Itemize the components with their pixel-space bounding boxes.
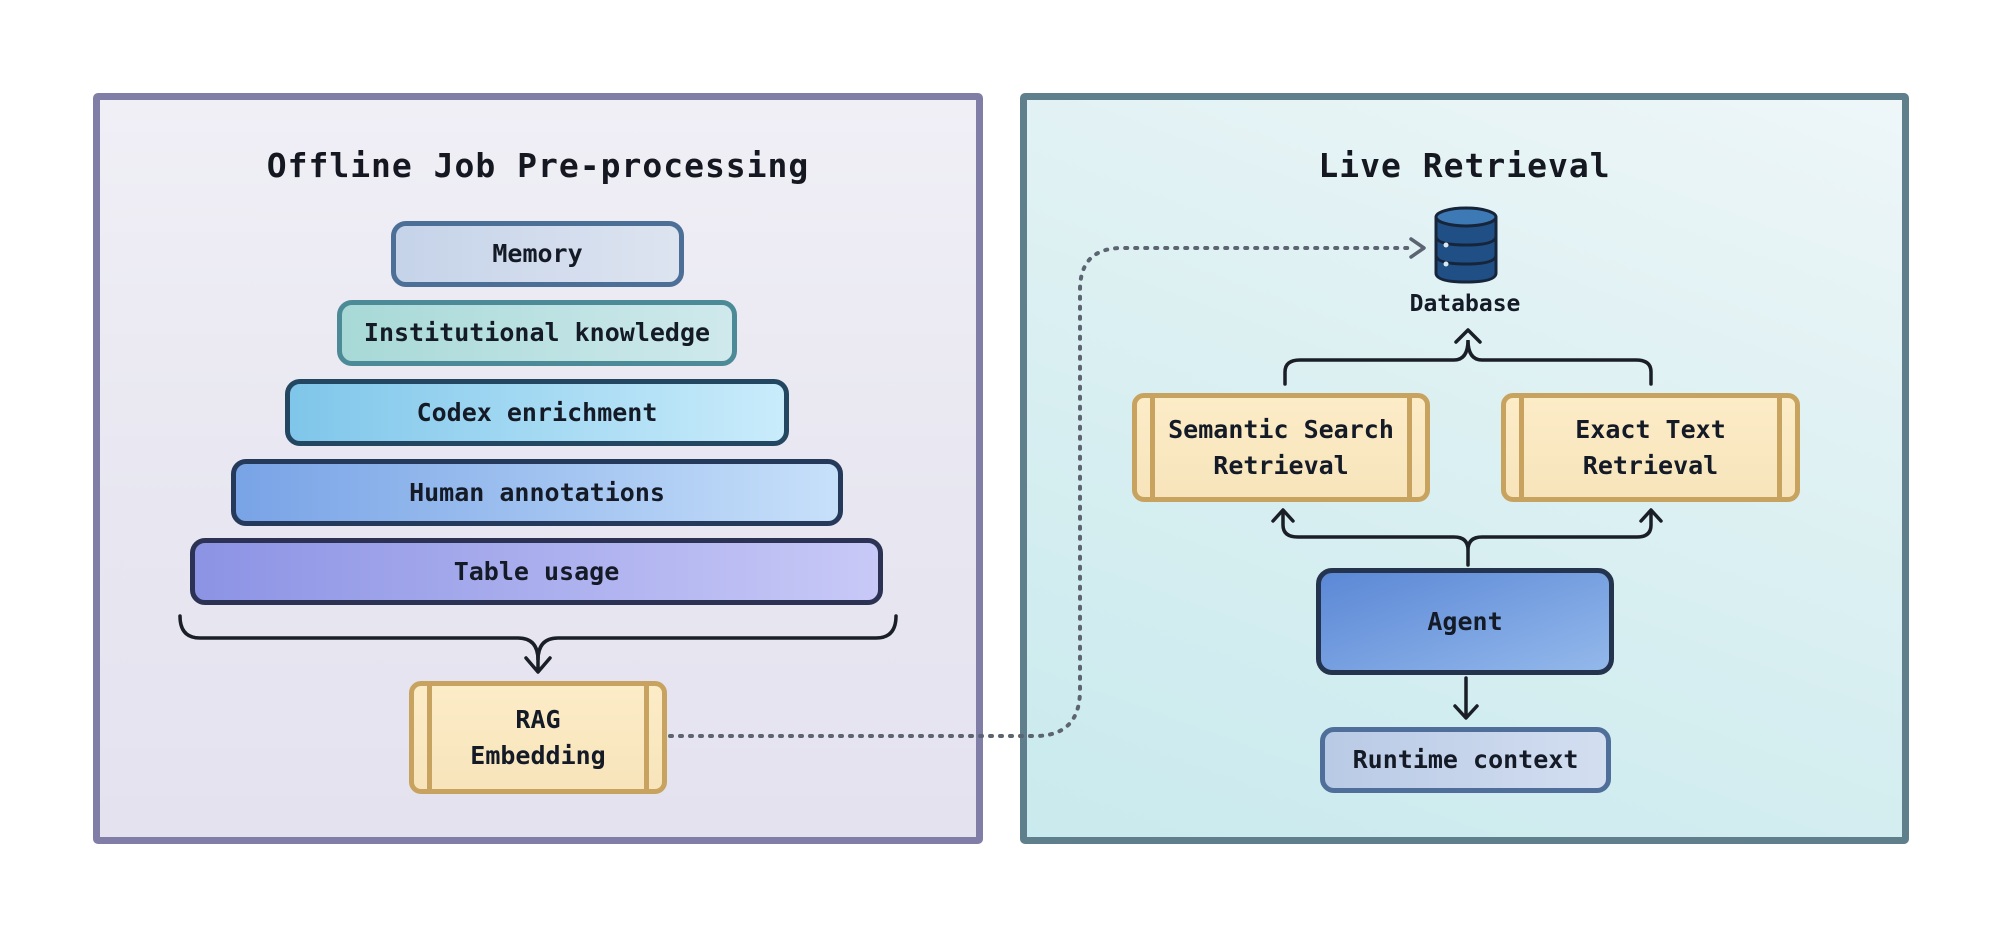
semantic-search-retrieval-box: Semantic Search Retrieval	[1132, 393, 1430, 502]
arrow-icon	[1639, 508, 1663, 523]
tier-codex-enrichment: Codex enrichment	[285, 379, 789, 446]
semantic-line2: Retrieval	[1213, 450, 1349, 480]
arrow-icon	[1453, 704, 1479, 720]
panel-title-offline: Offline Job Pre-processing	[266, 146, 810, 185]
arrow-icon	[1271, 508, 1295, 523]
tier-table-usage: Table usage	[190, 538, 883, 605]
database-label: Database	[1409, 291, 1521, 317]
retrieval-bracket	[1283, 339, 1653, 386]
dotted-link	[668, 246, 1416, 738]
exact-text-retrieval-box: Exact Text Retrieval	[1501, 393, 1800, 502]
agent-box: Agent	[1316, 568, 1614, 675]
tier-institutional-knowledge: Institutional knowledge	[337, 300, 737, 366]
tier-memory: Memory	[391, 221, 684, 287]
database-icon	[1434, 206, 1498, 284]
tier-human-annotations: Human annotations	[231, 459, 843, 526]
arrow-icon	[524, 653, 552, 674]
arrow-icon	[1454, 328, 1482, 344]
rag-embedding-box: RAG Embedding	[409, 681, 667, 794]
arrow-icon	[1409, 237, 1426, 259]
rag-embedding-line2: Embedding	[470, 740, 606, 770]
semantic-line1: Semantic Search	[1168, 414, 1394, 444]
rag-embedding-line1: RAG	[515, 704, 561, 734]
exact-line2: Retrieval	[1582, 450, 1719, 480]
exact-line1: Exact Text	[1575, 414, 1726, 444]
runtime-context-box: Runtime context	[1320, 727, 1611, 793]
agent-branch	[1281, 510, 1653, 567]
panel-title-live: Live Retrieval	[1318, 146, 1611, 185]
